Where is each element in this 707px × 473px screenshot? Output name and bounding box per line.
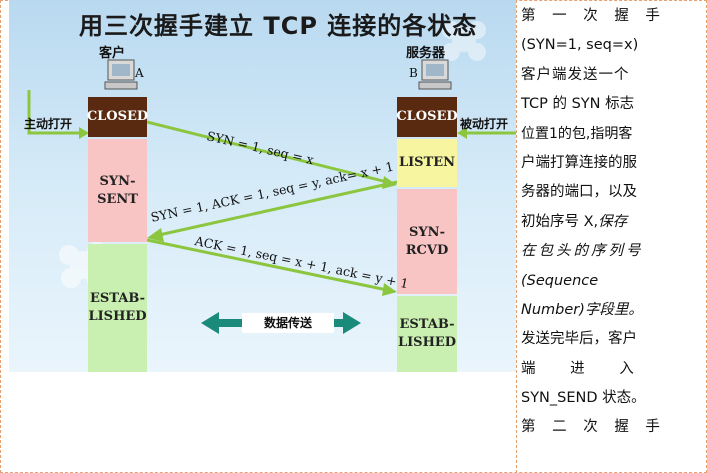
explanation-text: 第 一 次 握 手 (SYN=1, seq=x) 客户端发送一个 TCP 的 S… [521, 2, 661, 443]
text-line: 端 进 入 [521, 360, 634, 377]
client-letter: A [135, 66, 144, 80]
text-line: 客户端发送一个 [521, 66, 630, 83]
server-label: 服务器 [406, 46, 446, 61]
text-line: 位置1的包,指明客 [521, 125, 633, 142]
text-line: SYN_SEND 状态。 [521, 390, 646, 407]
text-line: 第 一 次 握 手 [521, 8, 666, 24]
diagram-title: 用三次握手建立 TCP 连接的各状态 [79, 12, 478, 40]
text-line-italic: 保存 [598, 213, 628, 230]
text-line: (Sequence [521, 272, 599, 289]
flower-decoration [442, 21, 486, 61]
active-open-arrow [27, 90, 89, 139]
server-computer-icon [418, 59, 452, 90]
text-line: (SYN=1, seq=x) [521, 37, 639, 54]
column-divider [516, 0, 517, 473]
client-state-syn-sent: SYN- SENT [88, 139, 147, 242]
text-line: 务器的端口，以及 [521, 184, 637, 201]
passive-open-label: 被动打开 [460, 117, 509, 131]
client-computer-icon [104, 59, 138, 90]
text-line: 第 二 次 握 手 [521, 419, 666, 436]
server-state-established: ESTAB- LISHED [397, 296, 457, 372]
client-state-established: ESTAB- LISHED [88, 244, 147, 372]
text-line: Number)字段里。 [521, 301, 643, 318]
server-state-syn-rcvd: SYN- RCVD [397, 189, 457, 294]
client-label: 客户 [99, 46, 126, 61]
ack-arrow [146, 238, 397, 296]
data-transfer-label: 数据传送 [242, 313, 334, 333]
active-open-label: 主动打开 [24, 117, 73, 131]
text-line: 在包头的序列号 [521, 243, 644, 260]
tcp-handshake-diagram: 用三次握手建立 TCP 连接的各状态 客户 A 服务器 B 主动打开 被动打开 … [9, 0, 516, 372]
client-state-closed: CLOSED [87, 97, 148, 137]
text-line: 发送完毕后，客户 [521, 331, 637, 348]
text-line: 初始序号 X, [521, 213, 599, 230]
passive-open-arrow [457, 127, 516, 139]
server-state-closed: CLOSED [396, 97, 458, 137]
server-letter: B [409, 66, 418, 80]
text-line: TCP 的 SYN 标志 [521, 96, 635, 113]
text-line: 户端打算连接的服 [521, 154, 637, 171]
syn-ack-arrow [147, 180, 398, 242]
server-state-listen: LISTEN [397, 139, 457, 187]
text-line-group: 初始序号 X,保存 [521, 208, 661, 237]
